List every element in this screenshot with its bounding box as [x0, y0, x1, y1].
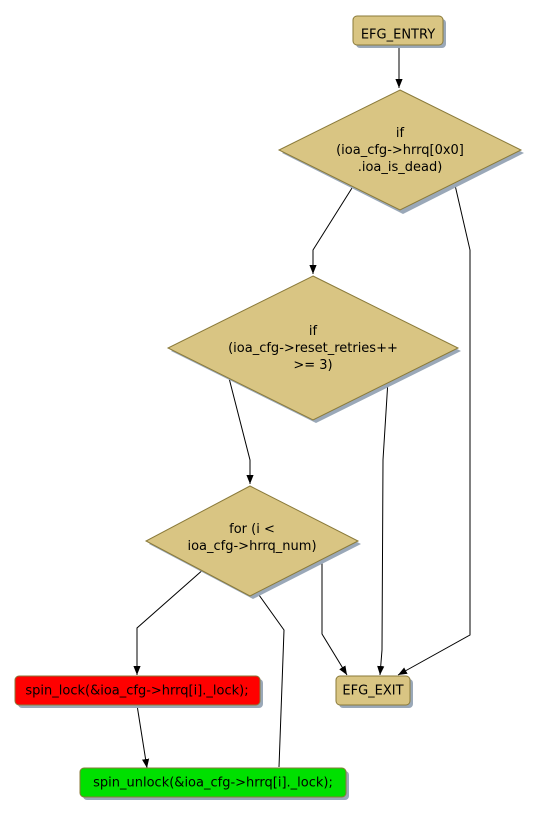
edge-lock-to-unlock: [136, 704, 150, 769]
edges: [133, 45, 471, 769]
node-cond-ioa-is-dead-line-2: (ioa_cfg->hrrq[0x0]: [336, 143, 464, 158]
node-cond-ioa-is-dead-line-1: if: [396, 126, 405, 141]
node-cond-ioa-is-dead-line-3: .ioa_is_dead): [358, 160, 443, 175]
node-spin-unlock-label: spin_unlock(&ioa_cfg->hrrq[i]._lock);: [93, 776, 333, 791]
node-loop-hrrq-num-line-1: for (i <: [229, 522, 275, 537]
node-spin-lock-label: spin_lock(&ioa_cfg->hrrq[i]._lock);: [25, 684, 248, 699]
edge-cond1-to-cond2: [309, 187, 353, 274]
edge-loop-to-lock: [133, 567, 206, 675]
node-efg-exit[interactable]: EFG_EXIT: [335, 675, 413, 708]
node-cond-reset-retries-line-2: (ioa_cfg->reset_retries++: [228, 341, 398, 356]
edge-cond2-to-loop: [228, 377, 254, 484]
node-cond-reset-retries-line-1: if: [309, 324, 318, 339]
edge-cond2-to-exit: [377, 379, 389, 676]
edge-unlock-to-loop: [253, 587, 285, 768]
node-loop-hrrq-num-line-2: ioa_cfg->hrrq_num): [187, 539, 316, 554]
node-efg-entry[interactable]: EFG_ENTRY: [352, 15, 446, 48]
node-cond-ioa-is-dead[interactable]: if (ioa_cfg->hrrq[0x0] .ioa_is_dead): [277, 89, 524, 214]
node-loop-hrrq-num[interactable]: for (i < ioa_cfg->hrrq_num): [144, 485, 361, 599]
node-spin-lock[interactable]: spin_lock(&ioa_cfg->hrrq[i]._lock);: [14, 675, 263, 708]
node-cond-reset-retries[interactable]: if (ioa_cfg->reset_retries++ >= 3): [166, 275, 461, 423]
node-efg-entry-label: EFG_ENTRY: [361, 28, 435, 43]
node-efg-exit-label: EFG_EXIT: [342, 684, 403, 699]
edge-loop-to-exit: [321, 555, 348, 676]
node-cond-reset-retries-line-3: >= 3): [293, 358, 332, 373]
node-spin-unlock[interactable]: spin_unlock(&ioa_cfg->hrrq[i]._lock);: [79, 767, 349, 800]
edge-cond1-to-exit: [397, 184, 471, 676]
